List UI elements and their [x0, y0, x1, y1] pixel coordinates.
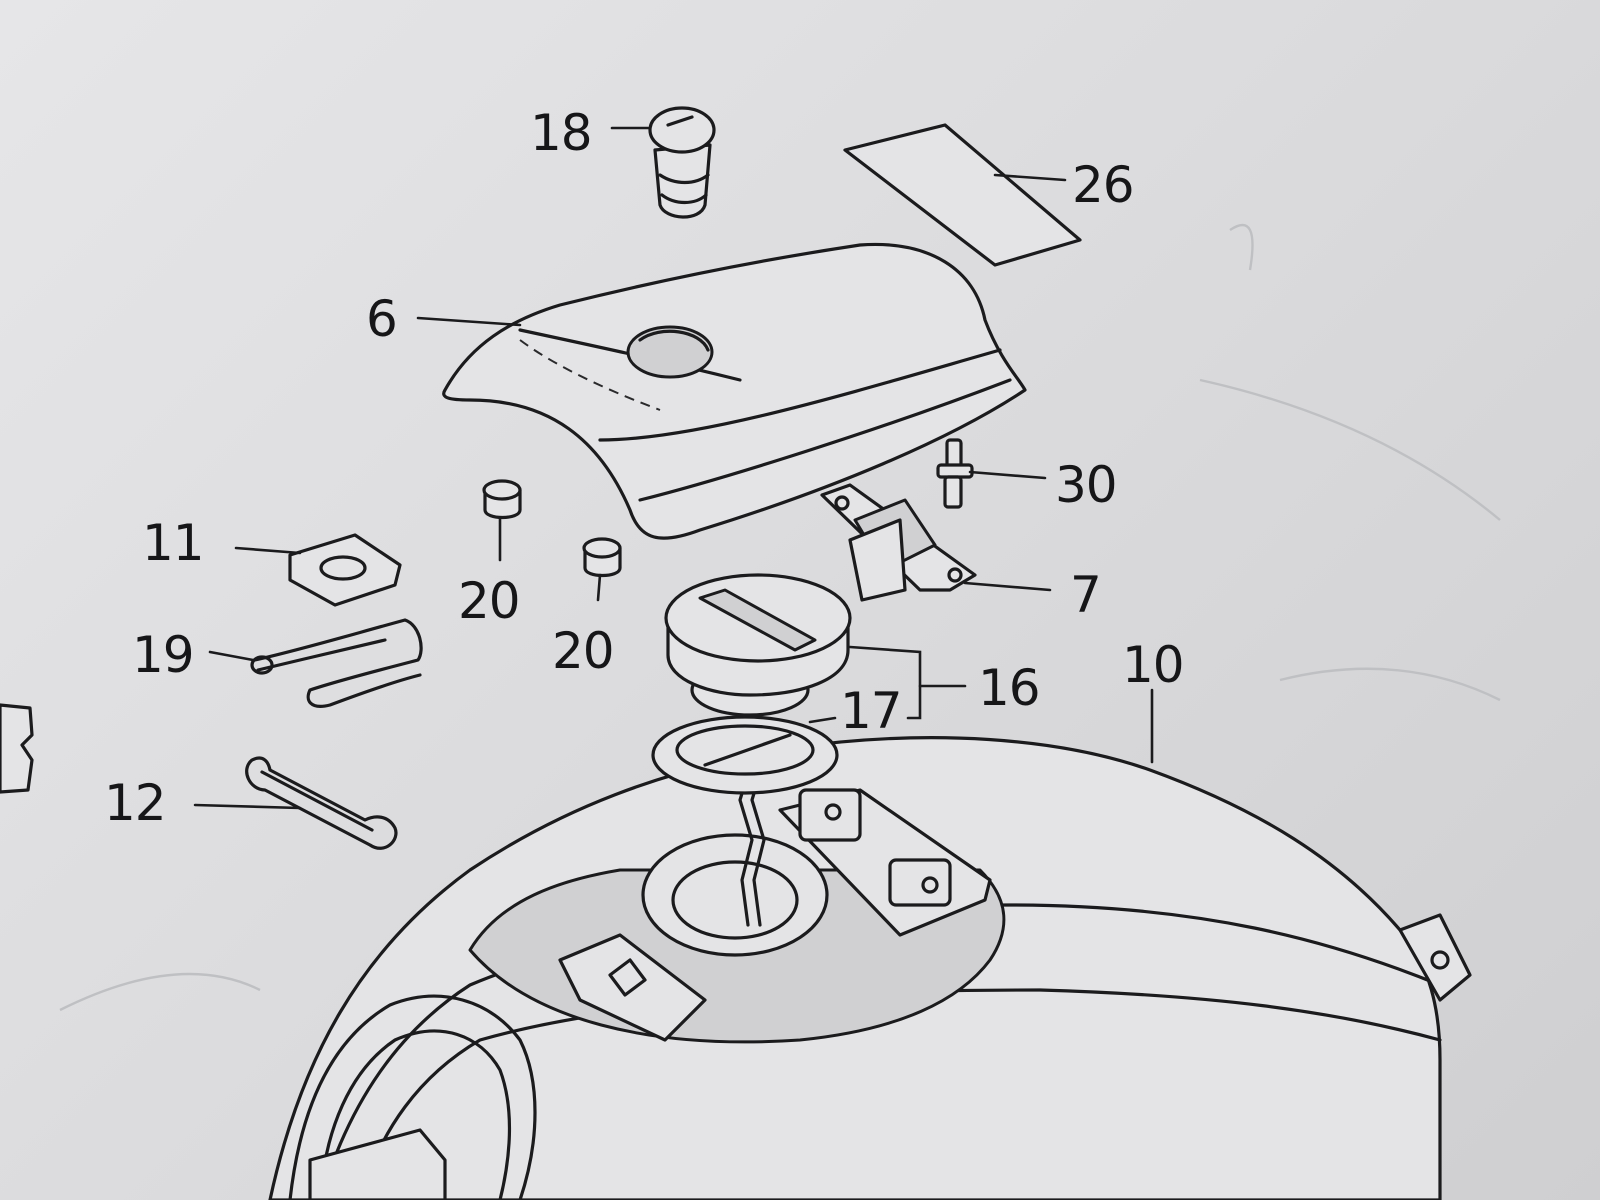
callout-12: 12 [104, 774, 166, 832]
washer-plate [288, 533, 402, 607]
callout-10: 10 [1122, 636, 1184, 694]
cap-gasket [651, 715, 839, 795]
fuel-tank [268, 736, 1472, 1200]
key-lock-cylinder [648, 106, 716, 219]
callout-30: 30 [1055, 456, 1117, 514]
fuel-cap-assembly [664, 573, 852, 717]
callout-26: 26 [1072, 156, 1134, 214]
callout-11: 11 [142, 514, 204, 572]
callout-6: 6 [366, 290, 397, 348]
callout-7: 7 [1070, 566, 1101, 624]
callout-18: 18 [530, 104, 592, 162]
label-plate [843, 123, 1082, 267]
background-ghost-lines [59, 223, 1501, 1012]
screw-pin [936, 438, 974, 509]
grommet-lower [582, 537, 622, 578]
leader-lines [193, 126, 1154, 810]
callout-16: 16 [978, 659, 1040, 717]
tank-cover [442, 242, 1027, 540]
wire-clip [250, 618, 423, 708]
callout-20-upper: 20 [458, 572, 520, 630]
partial-part-left-edge [0, 703, 34, 794]
grommet-upper [482, 479, 522, 520]
callout-19: 19 [132, 626, 194, 684]
callout-17: 17 [840, 682, 902, 740]
callout-labels: 18 26 6 30 11 20 20 7 19 16 17 10 12 [104, 104, 1185, 832]
callout-20-lower: 20 [552, 622, 614, 680]
hinge-bracket [820, 483, 977, 602]
retainer-spring [245, 756, 398, 850]
